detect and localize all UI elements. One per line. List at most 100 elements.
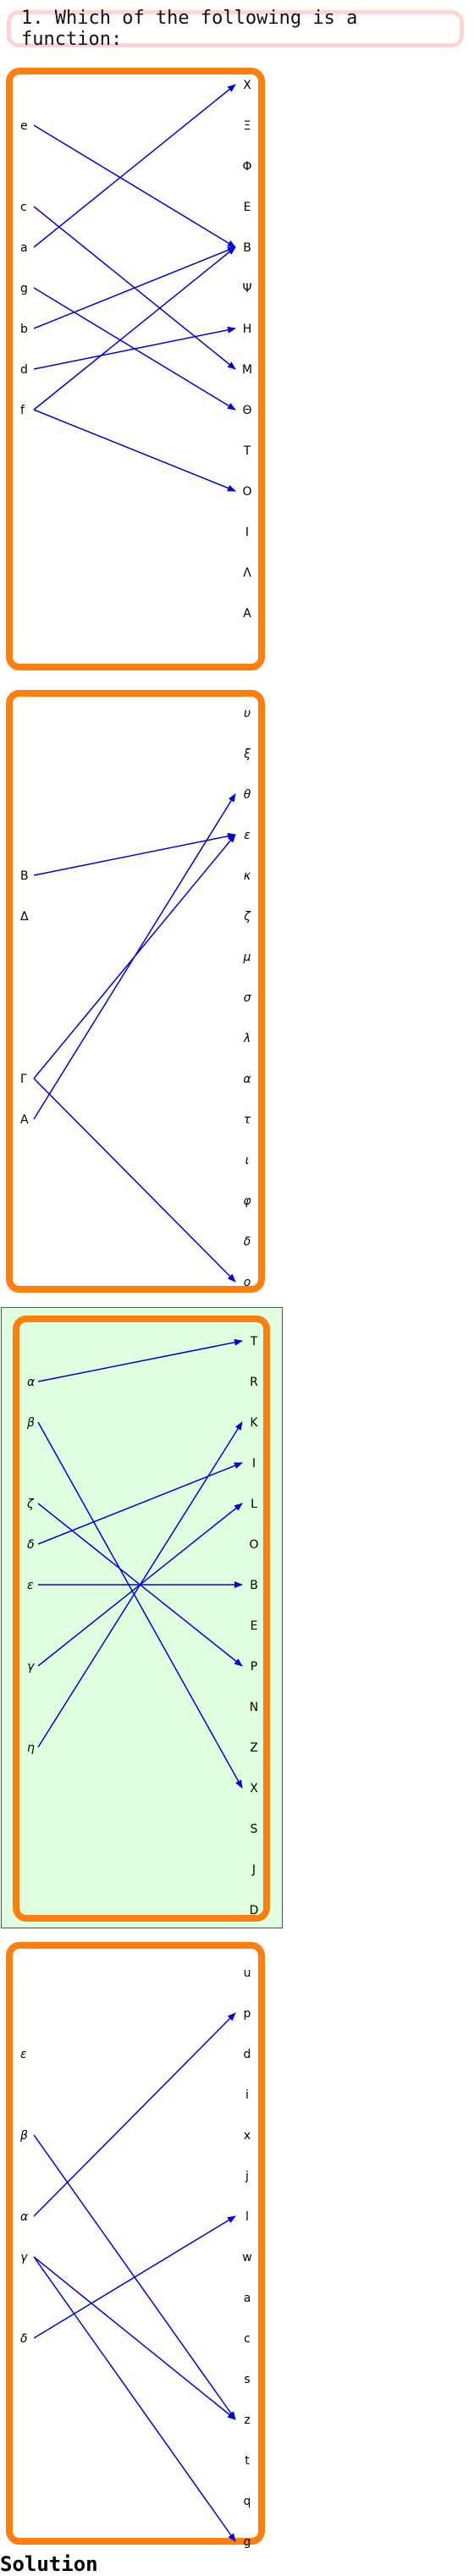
codomain-label: O (249, 1538, 258, 1552)
domain-label: ε (27, 1579, 34, 1592)
mapping-arrow (33, 326, 236, 370)
domain-label: Γ (20, 1073, 27, 1086)
codomain-label: ζ (243, 910, 251, 924)
codomain-label: K (250, 1416, 258, 1430)
solution-heading: Solution (0, 2552, 98, 2576)
domain-label: e (20, 119, 28, 133)
domain-label: A (20, 1113, 29, 1127)
domain-label: β (19, 2129, 28, 2143)
codomain-label: i (245, 2088, 249, 2102)
codomain-label: κ (244, 869, 251, 883)
mapping-arrow (33, 2215, 236, 2339)
codomain-label: ο (244, 1276, 251, 1289)
domain-label: b (20, 323, 28, 336)
mapping-option-1[interactable] (6, 68, 265, 670)
domain-label: g (20, 282, 28, 295)
codomain-label: L (251, 1498, 257, 1511)
codomain-label: Φ (242, 160, 251, 174)
question-text: 1. Which of the following is a function: (7, 8, 464, 50)
domain-label: d (20, 363, 28, 377)
mapping-arrow (37, 1462, 243, 1545)
codomain-label: Ξ (244, 119, 251, 133)
codomain-label: υ (244, 707, 251, 720)
codomain-label: B (250, 1579, 258, 1592)
codomain-label: A (243, 607, 251, 621)
mapping-option-2[interactable] (6, 690, 265, 1293)
codomain-label: Θ (242, 404, 251, 417)
domain-label: a (20, 241, 28, 255)
codomain-label: P (251, 1660, 257, 1674)
codomain-label: Ψ (242, 282, 251, 295)
codomain-label: u (244, 1966, 251, 1980)
mapping-arrow (33, 2256, 236, 2420)
mapping-arrow (33, 124, 236, 248)
domain-label: δ (20, 2332, 28, 2346)
codomain-label: δ (244, 1235, 251, 1249)
domain-label: ζ (26, 1498, 35, 1511)
mapping-arrow (33, 84, 236, 248)
codomain-label: O (242, 485, 251, 499)
codomain-label: μ (243, 951, 251, 964)
mapping-arrow (37, 1421, 243, 1789)
codomain-label: j (245, 2170, 249, 2183)
codomain-label: I (252, 1457, 256, 1470)
codomain-label: d (244, 2048, 251, 2061)
codomain-label: Z (250, 1741, 258, 1755)
codomain-label: M (242, 363, 252, 377)
mapping-arrow (33, 246, 236, 329)
domain-label: β (26, 1416, 35, 1430)
codomain-label: g (244, 2535, 251, 2549)
highlighted-answer-background (1, 1307, 283, 1928)
codomain-label: ι (245, 1154, 250, 1167)
mapping-option-4[interactable] (6, 1942, 265, 2545)
domain-label: c (20, 201, 27, 214)
mapping-arrow (37, 1421, 243, 1748)
codomain-label: p (244, 2007, 251, 2021)
mapping-arrow (33, 2012, 236, 2217)
domain-label: δ (27, 1538, 35, 1552)
codomain-label: S (251, 1823, 258, 1836)
domain-label: Δ (20, 910, 29, 924)
codomain-label: w (242, 2251, 251, 2264)
mapping-arrow (33, 793, 236, 1120)
codomain-label: Λ (243, 566, 251, 580)
mapping-option-3[interactable] (13, 1316, 270, 1922)
codomain-label: z (244, 2413, 250, 2427)
domain-label: γ (20, 2251, 28, 2264)
codomain-label: ξ (243, 747, 251, 761)
domain-label: ε (20, 2048, 27, 2061)
mapping-arrow (33, 1078, 236, 1282)
domain-label: α (20, 2210, 29, 2224)
codomain-label: τ (244, 1113, 251, 1127)
domain-label: B (20, 869, 29, 883)
codomain-label: q (244, 2495, 251, 2508)
codomain-label: I (245, 526, 249, 539)
codomain-label: H (243, 323, 252, 336)
mapping-arrow (33, 246, 236, 411)
mapping-arrow (33, 832, 236, 876)
codomain-label: J (251, 1863, 256, 1877)
codomain-label: σ (244, 991, 252, 1005)
codomain-label: θ (244, 788, 251, 802)
codomain-label: X (250, 1782, 258, 1795)
codomain-label: T (250, 1335, 258, 1349)
mapping-arrow (37, 1338, 243, 1382)
codomain-label: α (243, 1073, 251, 1086)
codomain-label: X (243, 79, 251, 92)
domain-label: η (27, 1741, 35, 1755)
codomain-label: D (250, 1904, 259, 1917)
domain-label: α (27, 1376, 36, 1389)
mapping-arrow (33, 409, 236, 492)
codomain-label: x (244, 2129, 251, 2143)
domain-label: f (20, 404, 25, 417)
codomain-label: a (244, 2292, 251, 2305)
codomain-label: B (243, 241, 251, 255)
codomain-label: φ (243, 1194, 251, 1208)
codomain-label: λ (243, 1032, 251, 1045)
codomain-label: t (245, 2454, 250, 2468)
codomain-label: c (244, 2332, 251, 2346)
codomain-label: l (245, 2210, 249, 2224)
codomain-label: T (243, 444, 251, 458)
mapping-arrow (33, 2256, 236, 2542)
